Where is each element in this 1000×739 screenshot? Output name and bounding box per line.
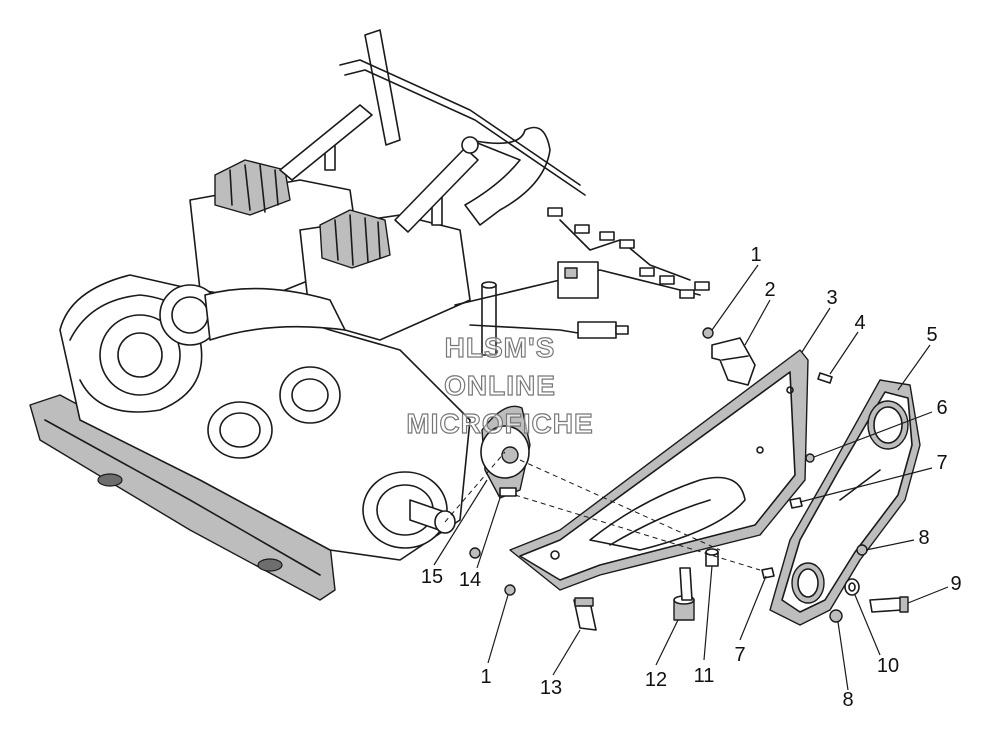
part-7-bolt-upper (789, 497, 803, 509)
part-14-nut (469, 547, 481, 559)
wiring-harness (454, 207, 710, 339)
part-9-bolt (869, 596, 909, 613)
callout-15: 15 (420, 566, 444, 588)
part-11-bushing (705, 548, 719, 567)
part-1-nut-top (702, 327, 714, 339)
watermark-line-1: HLSM'S (444, 332, 556, 363)
part-6-nut (805, 453, 815, 463)
part-10-washer (844, 578, 860, 596)
callout-3: 3 (826, 287, 838, 309)
callout-7-upper: 7 (936, 452, 948, 474)
callout-1-top: 1 (750, 244, 762, 266)
callout-12: 12 (644, 669, 668, 691)
part-8-nut-lower (829, 609, 843, 623)
callout-7-lower: 7 (734, 644, 746, 666)
watermark-line-2: ONLINE (444, 370, 556, 401)
callout-14: 14 (458, 569, 482, 591)
callout-5: 5 (926, 324, 938, 346)
leader-lines (433, 264, 949, 691)
callout-4: 4 (854, 312, 866, 334)
part-5-cover-plate (769, 379, 921, 626)
part-1-nut-bottom (504, 584, 516, 596)
part-2-bracket (711, 337, 756, 386)
callout-10: 10 (876, 655, 900, 677)
part-7-bolt-lower (761, 567, 775, 579)
part-13-bolt (573, 597, 597, 631)
part-8-nut-upper (856, 544, 868, 556)
callout-8-upper: 8 (918, 527, 930, 549)
part-4-bolt (817, 372, 833, 384)
callout-9: 9 (950, 573, 962, 595)
engine-assembly (29, 29, 586, 601)
callout-1-bottom: 1 (480, 666, 492, 688)
callout-13: 13 (539, 677, 563, 699)
part-12-spacer (673, 567, 695, 621)
callout-6: 6 (936, 397, 948, 419)
callout-8-lower: 8 (842, 689, 854, 711)
callout-2: 2 (764, 279, 776, 301)
watermark-line-3: MICROFICHE (406, 408, 594, 439)
part-3-plate (509, 349, 809, 591)
callout-11: 11 (693, 665, 715, 687)
